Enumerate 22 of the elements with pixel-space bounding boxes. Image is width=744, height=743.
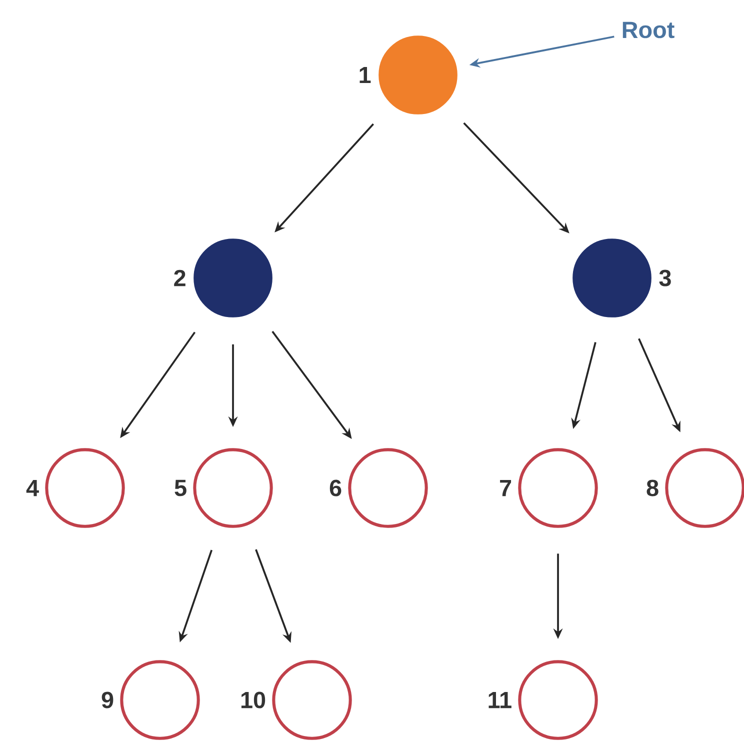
node-number: 5 xyxy=(174,480,186,496)
node-number: 9 xyxy=(102,692,114,708)
hollow-circle xyxy=(348,448,428,528)
node-number: 11 xyxy=(488,692,512,708)
node-number: 3 xyxy=(659,270,671,286)
node-number: 1 xyxy=(360,66,371,84)
node-number: 8 xyxy=(646,480,658,496)
filled-circle xyxy=(571,237,653,319)
root-label: Root xyxy=(622,22,674,38)
hollow-circle xyxy=(518,448,598,528)
hollow-circle xyxy=(272,660,352,740)
root-circle xyxy=(377,34,459,116)
hollow-circle xyxy=(45,448,125,528)
node-number: 2 xyxy=(174,270,186,286)
node-number: 6 xyxy=(330,480,342,496)
hollow-circle xyxy=(120,660,200,740)
hollow-circle xyxy=(193,448,273,528)
node-number: 4 xyxy=(26,480,39,496)
node-number: 10 xyxy=(241,692,266,708)
node-number: 7 xyxy=(500,480,512,496)
filled-circle xyxy=(192,237,274,319)
hollow-circle xyxy=(518,660,598,740)
